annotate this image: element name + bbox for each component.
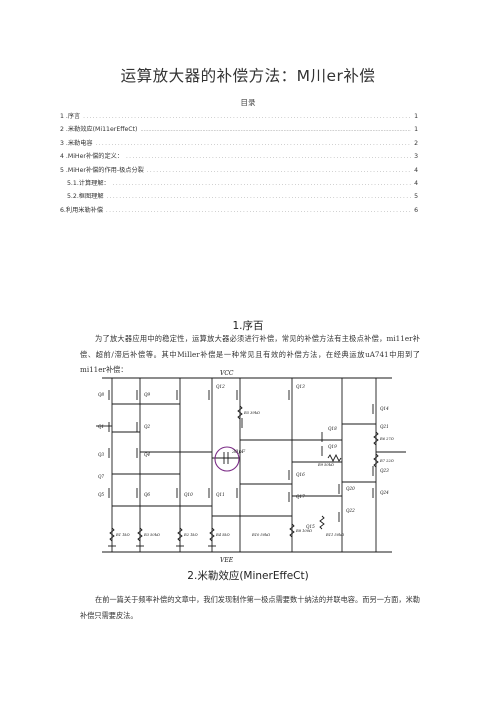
vee-label: VEE (220, 557, 234, 564)
ua741-schematic-figure: VCC VEE 30pF Q8 Q9 Q12 Q13 Q14 Q1 Q2 Q3 … (92, 366, 410, 568)
toc-entry-page: 1 (414, 113, 418, 120)
resistor-label: R11 50kΩ (325, 533, 344, 537)
section-2-heading: 2.米勒效应(MinerEffeCt) (187, 570, 309, 582)
transistor-label: Q14 (380, 406, 389, 411)
transistor-label: Q2 (144, 424, 150, 429)
transistor-label: Q21 (380, 424, 389, 429)
transistor-label: Q3 (98, 452, 104, 457)
section-2-paragraph: 在前一篇关于频率补偿的文章中，我们发现制作第一极点需要数十纳法的并联电容。而另一… (80, 595, 420, 620)
ua741-schematic: VCC VEE 30pF Q8 Q9 Q12 Q13 Q14 Q1 Q2 Q3 … (96, 370, 406, 564)
toc-leader-dots: ........................................… (83, 114, 412, 120)
transistor-label: Q13 (296, 384, 305, 389)
resistor-label: R2 1kΩ (183, 533, 198, 537)
toc-entry-page: 4 (414, 166, 418, 174)
toc-leader-dots: ........................................… (95, 140, 412, 147)
section-1-paragraph: 为了放大器应用中的稳定性，运算放大器必须进行补偿，常见的补偿方法有主极点补偿，m… (80, 334, 420, 374)
toc-entry-page: 3 (414, 153, 418, 161)
transistor-label: Q10 (184, 492, 193, 497)
transistor-label: Q22 (346, 508, 355, 513)
transistor-label: Q6 (144, 492, 150, 497)
transistor-label: Q11 (216, 492, 225, 497)
toc-entry[interactable]: 4 .MiHer补偿的定义：..........................… (60, 151, 418, 164)
transistor-label: Q17 (296, 494, 305, 499)
resistor-label: R4 5kΩ (215, 533, 230, 537)
toc-entry-label: 1 .序言 (60, 113, 81, 120)
toc-entry-label: 5.2.框图理解 (67, 193, 104, 201)
resistor-label: R6 27Ω (379, 437, 394, 441)
resistor-label: R10 50kΩ (251, 533, 270, 537)
toc-entry-label: 5.1.计算理解： (67, 179, 110, 187)
resistor-label: R8 100Ω (295, 529, 312, 533)
toc-entry-label: 2 .米勒效应(Mi11erEffeCt) (60, 126, 138, 134)
resistor-label: R7 22Ω (379, 459, 394, 463)
transistor-label: Q15 (306, 524, 315, 529)
resistor-label: R9 50kΩ (317, 463, 334, 467)
toc-leader-dots: ........................................… (146, 167, 411, 174)
transistor-label: Q20 (346, 486, 355, 491)
toc-entry[interactable]: 3 .米勒电容.................................… (60, 138, 418, 151)
toc-entry-label: 3 .米勒电容 (60, 139, 93, 147)
toc-entry[interactable]: 5.1.计算理解：...............................… (60, 178, 418, 191)
toc-leader-dots: ........................................… (126, 154, 411, 161)
toc-entry[interactable]: 2 .米勒效应(Mi11erEffeCt)...................… (60, 124, 418, 137)
toc-entry-label: 6.利用米勒补偿 (60, 206, 104, 214)
transistor-label: Q18 (328, 426, 337, 431)
transistor-label: Q12 (216, 384, 225, 389)
toc-entry[interactable]: 6.利用米勒补偿................................… (60, 205, 418, 218)
toc-entry[interactable]: 5 .MiHer补偿的作用-极点分裂......................… (60, 165, 418, 178)
transistor-label: Q9 (144, 392, 150, 397)
toc-leader-dots: ........................................… (112, 180, 412, 187)
transistor-label: Q5 (98, 492, 104, 497)
transistor-label: Q23 (380, 468, 389, 473)
toc-entry[interactable]: 5.2.框图理解................................… (60, 191, 418, 204)
table-of-contents: 1 .序言...................................… (60, 111, 418, 218)
toc-entry-page: 6 (414, 206, 418, 214)
resistor-label: R3 50kΩ (143, 533, 160, 537)
resistor-label: R1 1kΩ (115, 533, 130, 537)
capacitor-label: 30pF (232, 449, 246, 455)
toc-entry-page: 1 (414, 126, 418, 134)
toc-entry-label: 4 .MiHer补偿的定义： (60, 153, 124, 161)
transistor-label: Q1 (98, 424, 104, 429)
toc-leader-dots: ........................................… (140, 127, 411, 134)
vcc-label: VCC (220, 370, 234, 377)
page-title: 运算放大器的补偿方法：M川er补偿 (120, 67, 376, 85)
transistor-label: Q4 (144, 452, 150, 457)
toc-leader-dots: ........................................… (106, 207, 412, 214)
resistor-label: R5 39kΩ (243, 411, 260, 415)
transistor-label: Q16 (296, 472, 305, 477)
toc-entry-label: 5 .MiHer补偿的作用-极点分裂 (60, 166, 144, 174)
transistor-label: Q24 (380, 490, 389, 495)
toc-entry-page: 4 (414, 179, 418, 187)
transistor-label: Q19 (328, 444, 337, 449)
section-1-heading: 1.序百 (232, 320, 264, 332)
toc-entry-page: 5 (414, 193, 418, 201)
transistor-label: Q8 (98, 392, 104, 397)
toc-heading: 目录 (240, 98, 256, 107)
transistor-label: Q7 (98, 474, 104, 479)
toc-leader-dots: ........................................… (106, 194, 412, 201)
toc-entry[interactable]: 1 .序言...................................… (60, 111, 418, 124)
toc-entry-page: 2 (414, 139, 418, 147)
